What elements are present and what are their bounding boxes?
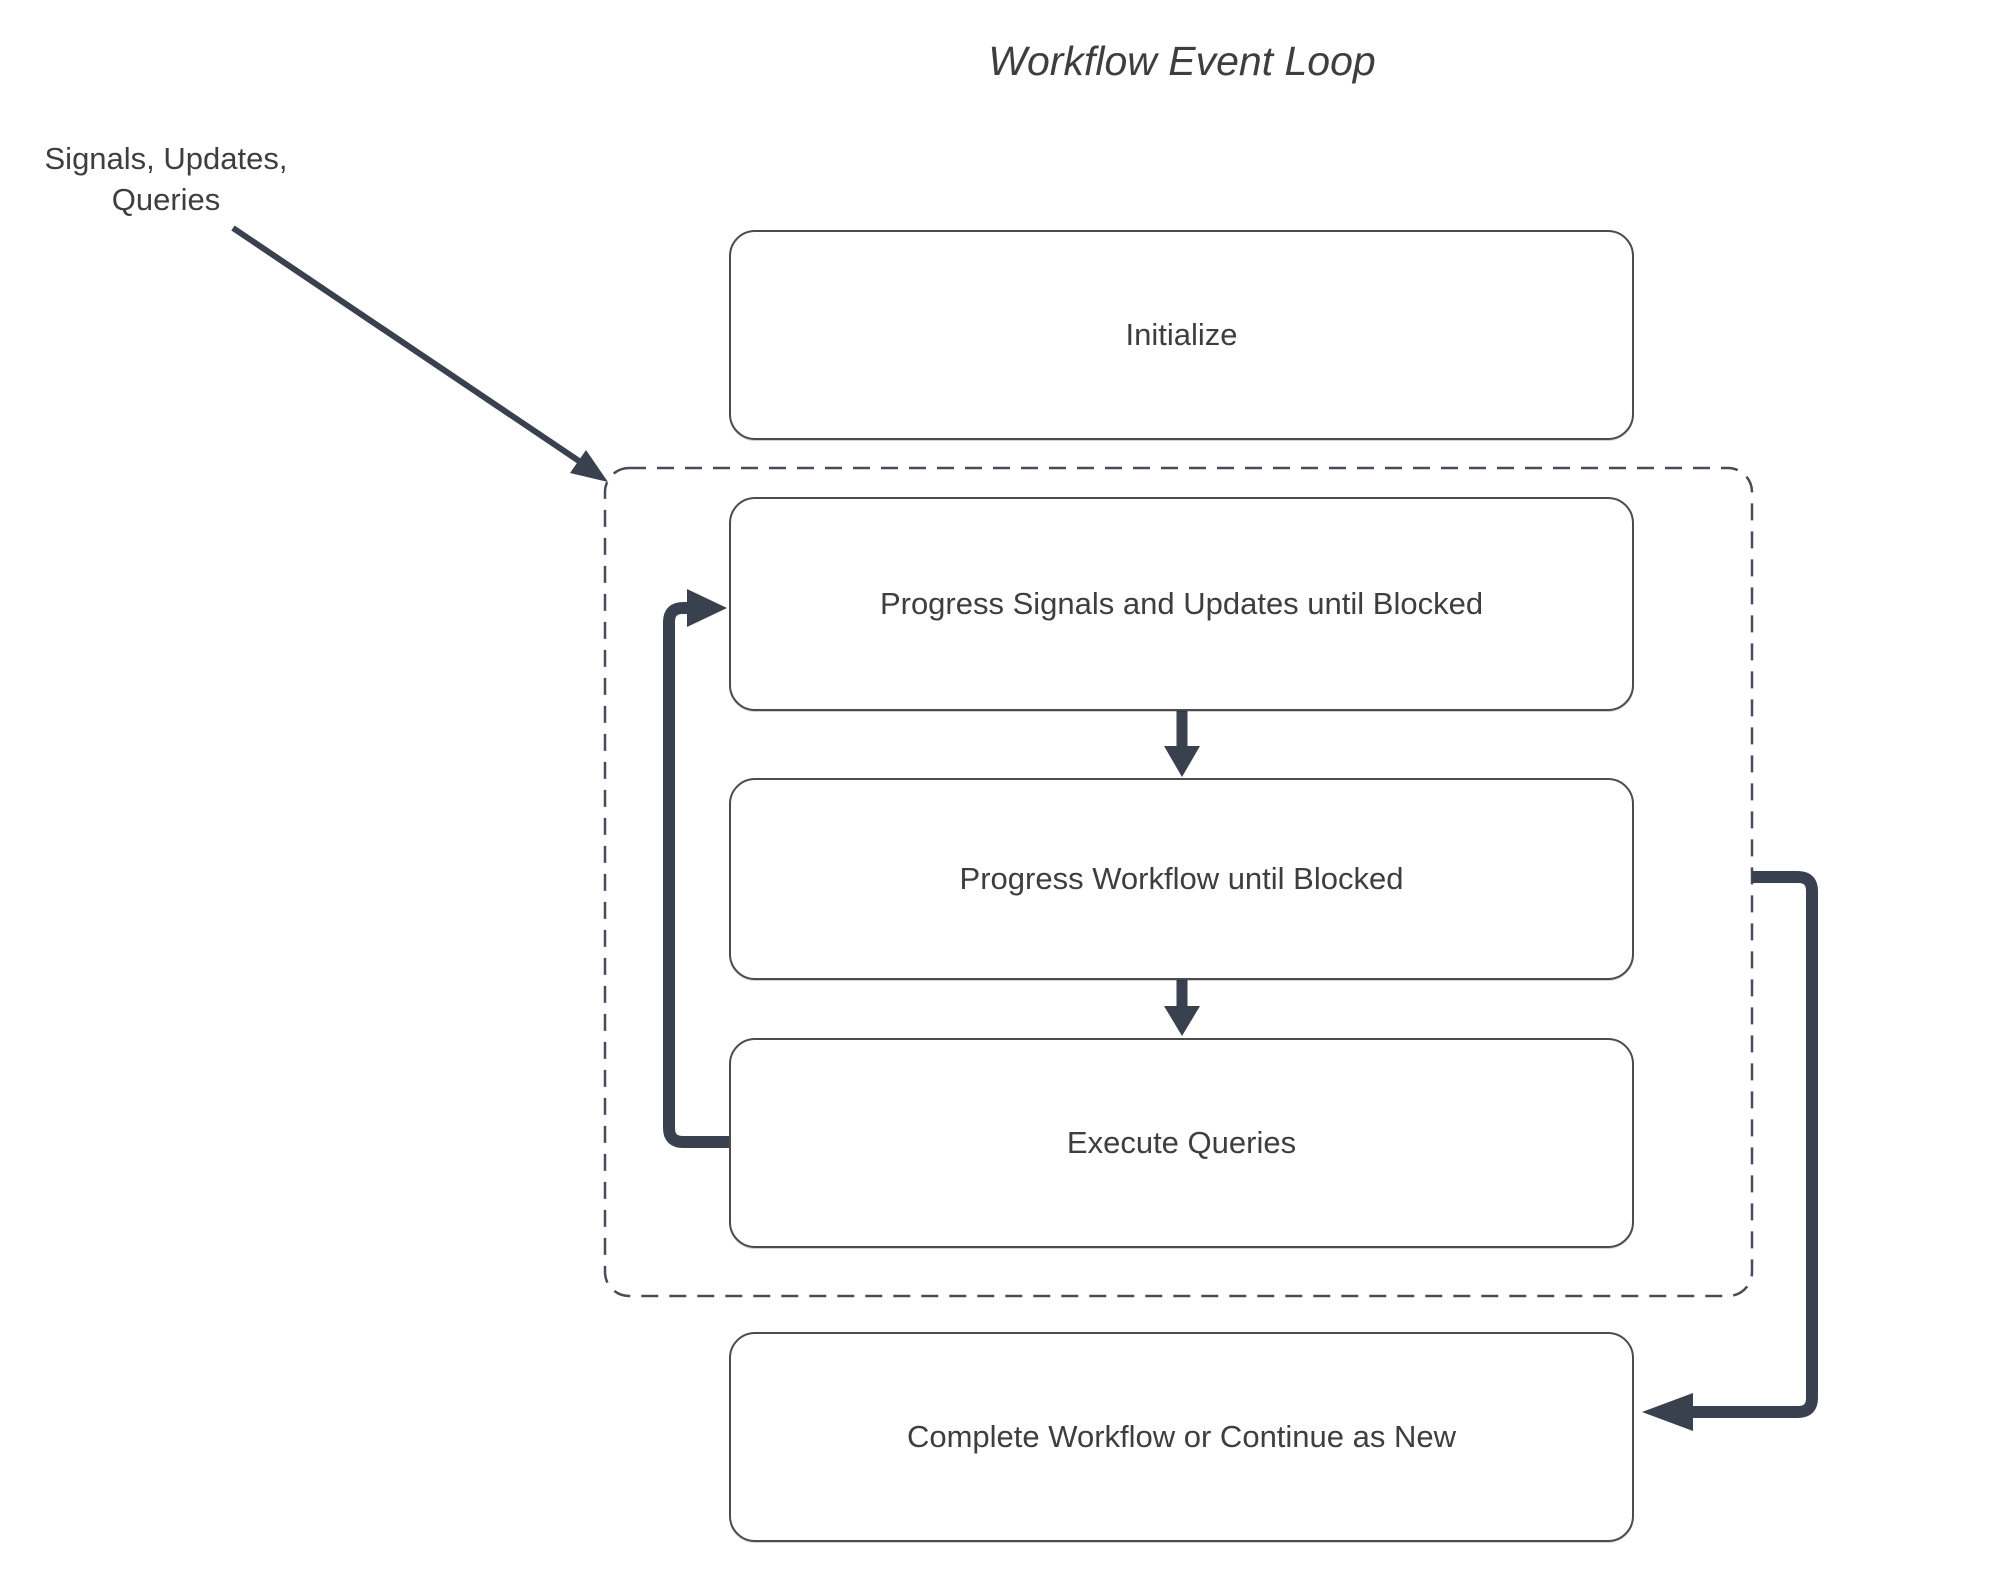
node-label: Initialize [1125, 317, 1238, 352]
node-complete: Complete Workflow or Continue as New [729, 1332, 1634, 1542]
flow-arrow-signals-to-workflow [1164, 711, 1200, 777]
node-label: Complete Workflow or Continue as New [906, 1419, 1457, 1454]
flow-arrowhead-icon [1164, 746, 1200, 777]
node-progress-workflow: Progress Workflow until Blocked [729, 778, 1634, 980]
loop-back-arrow-line [663, 602, 729, 1148]
node-label: Execute Queries [1066, 1125, 1297, 1160]
node-progress-signals: Progress Signals and Updates until Block… [729, 497, 1634, 711]
signals-input-arrow-line [231, 225, 581, 464]
continue-as-new-arrow [1642, 871, 1818, 1431]
loop-back-arrow [663, 589, 729, 1148]
continue-as-new-arrowhead-icon [1642, 1393, 1693, 1431]
signals-input-arrow [231, 225, 608, 482]
loop-back-arrowhead-icon [687, 589, 727, 627]
flow-arrow-workflow-to-queries [1164, 980, 1200, 1036]
flow-arrowhead-icon [1164, 1006, 1200, 1036]
annotation-label: Signals, Updates, Queries [44, 141, 288, 218]
node-label: Progress Workflow until Blocked [959, 861, 1404, 896]
node-label: Progress Signals and Updates until Block… [879, 586, 1484, 621]
signals-input-arrowhead-icon [570, 450, 608, 482]
diagram-title: Workflow Event Loop [988, 38, 1376, 84]
node-execute-queries: Execute Queries [729, 1038, 1634, 1248]
continue-as-new-arrow-line [1692, 871, 1818, 1418]
node-initialize: Initialize [729, 230, 1634, 440]
